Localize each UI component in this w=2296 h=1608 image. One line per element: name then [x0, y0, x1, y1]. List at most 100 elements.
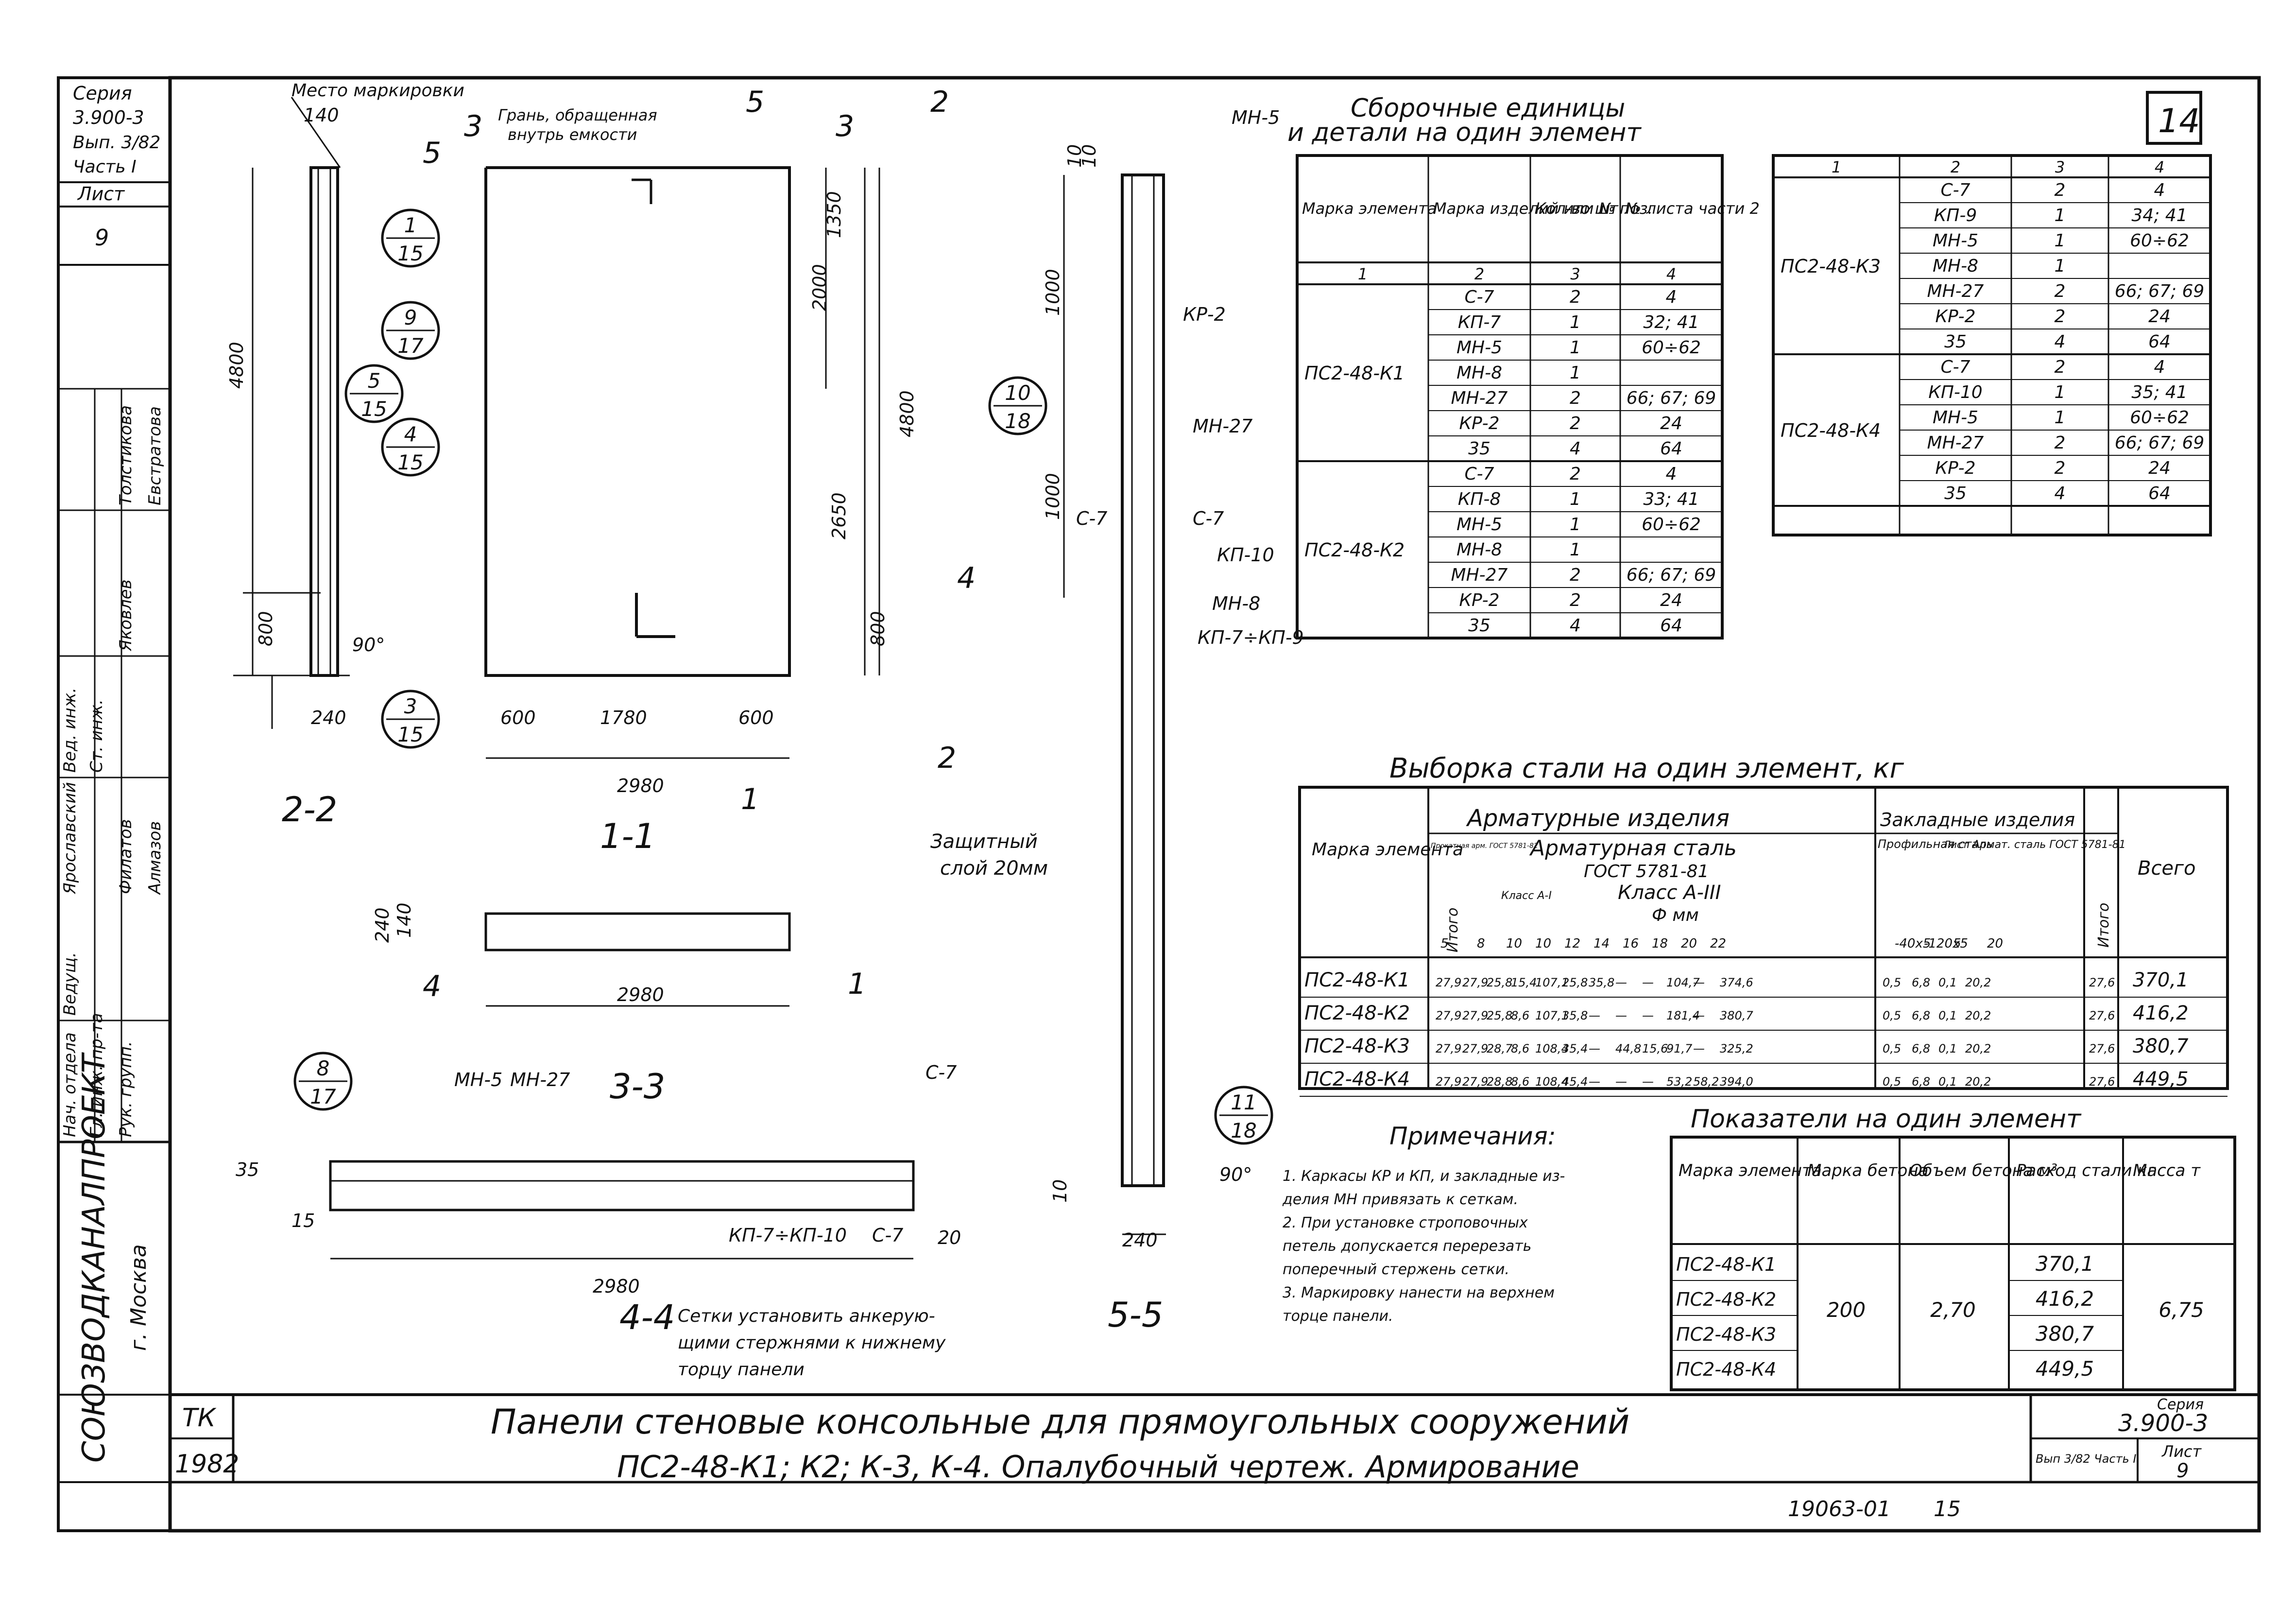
steel-cell: 0,5	[1883, 1009, 1901, 1022]
element-mark: ПС2-48-К2	[1304, 539, 1405, 561]
assembly-cell: МН-27	[1927, 281, 1984, 301]
assembly-cell: 1	[1570, 515, 1581, 535]
section-cut-label: 1	[848, 967, 866, 1001]
steel-cell: 6,8	[1912, 976, 1930, 989]
steel-cell: 28,7	[1487, 1042, 1513, 1055]
indicator-volume: 2,70	[1930, 1298, 1976, 1322]
indicators-header: Марка бетона	[1807, 1161, 1929, 1180]
assembly-cell: 2	[1570, 590, 1581, 610]
assembly-cell: 2	[2055, 307, 2066, 327]
steel-cell: —	[1589, 1075, 1600, 1089]
section-cut-label: 5	[423, 136, 441, 170]
assembly-cell: 2	[1570, 464, 1581, 484]
steel-cell: 27,6	[2089, 1075, 2115, 1089]
assembly-cell: 1	[2055, 382, 2066, 402]
part-label: С-7	[1076, 508, 1107, 529]
side-role: Рук. групп.	[116, 1041, 136, 1137]
assembly-cell: КР-2	[1459, 414, 1499, 433]
assembly-cell: 2	[1570, 287, 1581, 307]
element-mark: ПС2-48-К3	[1781, 256, 1881, 277]
dimension-value: 2980	[617, 984, 664, 1005]
section-5-5	[1063, 173, 1166, 1235]
assembly-cell: 2	[2055, 357, 2066, 377]
assembly-header: Кол-во шт	[1535, 199, 1619, 218]
assembly-cell: МН-27	[1451, 388, 1508, 408]
steel-cell: 27,9	[1462, 1075, 1488, 1089]
assembly-header: Марка элемента	[1302, 199, 1437, 218]
bubble-ref: 10	[1005, 381, 1030, 405]
title-tk: ТК	[182, 1403, 217, 1433]
steel-cell: 6,8	[1912, 1042, 1930, 1055]
section-3-3	[484, 912, 791, 1007]
side-role: Нач. отдела	[60, 1032, 80, 1137]
assembly-cell: С-7	[1940, 357, 1970, 377]
steel-cell: 6,8	[1912, 1009, 1930, 1022]
steel-cell: 394,0	[1720, 1075, 1753, 1089]
dimension-value: 1000	[1042, 473, 1063, 520]
steel-header-armsteel: Армат. сталь ГОСТ 5781-81	[1971, 839, 2126, 851]
dimension-value: 4800	[226, 342, 247, 389]
steel-cell: 91,7	[1666, 1042, 1693, 1055]
section-cut-label: 1	[741, 782, 759, 816]
steel-cell: 53,2	[1666, 1075, 1692, 1089]
note-line: поперечный стержень сетки.	[1283, 1261, 1509, 1278]
assembly-title: и детали на один элемент	[1287, 118, 1642, 147]
steel-cell: 35,8	[1562, 1009, 1588, 1022]
assembly-cell: МН-5	[1933, 231, 1978, 251]
steel-cell: —	[1589, 1009, 1600, 1022]
assembly-cell: 1	[1570, 312, 1581, 332]
part-label: КП-7÷КП-10	[729, 1225, 847, 1246]
steel-header-total-arm: Итого	[1444, 908, 1461, 952]
bubble-ref: 11	[1231, 1090, 1256, 1114]
title-issue: Вып 3/82 Часть I	[2036, 1452, 2136, 1466]
dimension-value: 140	[304, 104, 339, 126]
section-cut-label: 4	[957, 561, 976, 595]
notes-title: Примечания:	[1389, 1122, 1556, 1150]
part-label: КР-2	[1183, 304, 1226, 325]
assembly-cell: 4	[2055, 332, 2066, 352]
steel-cell: 0,1	[1938, 1075, 1957, 1089]
steel-subcolumn: -120х5	[1924, 936, 1968, 951]
assembly-cell: МН-8	[1933, 256, 1978, 276]
indicators-header: Масса т	[2133, 1161, 2201, 1180]
table-border	[1670, 1136, 2236, 1391]
assembly-cell: КП-7	[1458, 312, 1501, 332]
callout-bubble	[381, 417, 440, 477]
section-cut-label: 3	[836, 109, 854, 143]
steel-cell: 181,4	[1666, 1009, 1700, 1022]
bubble-sheet: 18	[1231, 1119, 1256, 1142]
part-label: МН-5	[1232, 107, 1280, 128]
steel-cell: 27,6	[2089, 1009, 2115, 1022]
indicator-mark: ПС2-48-К2	[1676, 1289, 1776, 1310]
table-border	[1772, 154, 2212, 536]
column-number: 4	[2155, 158, 2164, 176]
dimension-value: 240	[372, 907, 393, 943]
steel-row-mark: ПС2-48-К3	[1304, 1035, 1410, 1057]
bubble-sheet: 15	[397, 242, 423, 265]
note-line: 1. Каркасы КР и КП, и закладные из-	[1283, 1168, 1565, 1185]
stamp-series: 3.900-3	[73, 107, 144, 128]
steel-cell: 20,2	[1965, 1042, 1991, 1055]
side-role: Ведущ.	[60, 952, 80, 1016]
assembly-cell: МН-27	[1927, 433, 1984, 453]
dimension-value: 1780	[600, 707, 647, 728]
sheet-number: 14	[2158, 102, 2200, 140]
steel-subcolumn: 5	[1440, 936, 1449, 951]
steel-cell: 25,8	[1487, 976, 1512, 989]
dimension-value: 600	[500, 707, 536, 728]
steel-header-rolled: Прокатная арм. ГОСТ 5781-82	[1431, 842, 1538, 850]
note-line: 3. Маркировку нанести на верхнем	[1283, 1284, 1555, 1301]
assembly-cell: 24	[2148, 307, 2171, 327]
steel-header-class-a1: Класс А-I	[1501, 890, 1552, 902]
steel-cell: 449,5	[2133, 1068, 2189, 1090]
assembly-cell: 60÷62	[2130, 231, 2189, 251]
archive-code: 19063-01	[1788, 1497, 1891, 1522]
steel-cell: 27,6	[2089, 1042, 2115, 1055]
assembly-cell: С-7	[1464, 287, 1494, 307]
callout-bubble	[381, 690, 440, 749]
callout-bubble	[381, 301, 440, 360]
steel-cell: 0,1	[1938, 1009, 1957, 1022]
assembly-cell: КП-10	[1928, 382, 1982, 402]
assembly-cell: 2	[2055, 180, 2066, 200]
